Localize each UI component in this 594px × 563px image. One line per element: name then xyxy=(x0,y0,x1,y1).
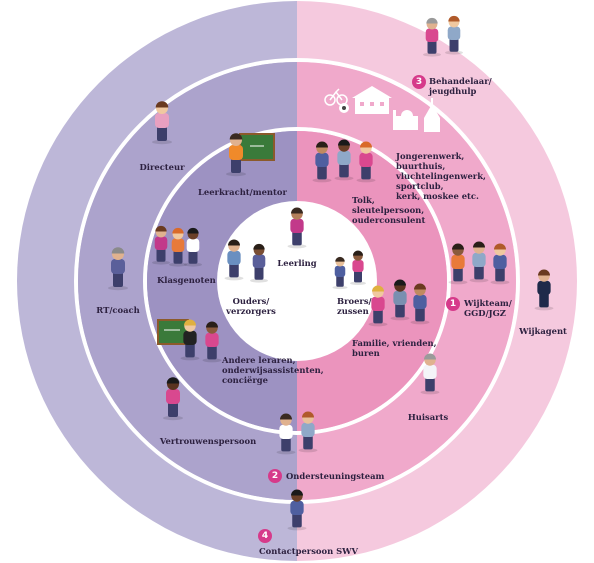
label-leerkracht: Leerkracht/mentor xyxy=(198,187,287,197)
person-wijkteam xyxy=(469,241,489,283)
person-ouder xyxy=(224,239,244,281)
label-wijkteam: Wijkteam/ GGD/JGZ xyxy=(464,298,512,318)
person-sleutelpersoon xyxy=(334,139,354,181)
person-vertrouwenspersoon xyxy=(163,377,183,421)
church-icon xyxy=(424,98,440,132)
school-building-icon xyxy=(352,86,392,114)
label-andere-leraren: Andere leraren, onderwijsassistenten, co… xyxy=(222,355,324,385)
person-wijkteam xyxy=(448,243,468,285)
badge-1: 1 xyxy=(446,297,460,311)
mosque-icon xyxy=(393,110,418,130)
person-klasgenoot xyxy=(169,227,187,267)
label-contactpersoon: Contactpersoon SWV xyxy=(259,546,359,556)
person-wijkteam xyxy=(490,243,510,285)
person-ondersteuning xyxy=(298,411,318,453)
person-leraar xyxy=(180,319,200,361)
badge-4: 4 xyxy=(258,529,272,543)
person-huisarts xyxy=(420,353,440,395)
person-zus xyxy=(350,250,366,285)
ball-icon xyxy=(339,103,349,113)
label-ouders: Ouders/ verzorgers xyxy=(226,296,276,316)
person-onderwijsassistent xyxy=(202,321,222,363)
person-wijkagent xyxy=(534,269,554,311)
person-contactpersoon xyxy=(287,489,307,531)
center-circle xyxy=(217,201,377,361)
label-rt-coach: RT/coach xyxy=(96,305,140,315)
label-familie: Familie, vrienden, buren xyxy=(352,338,437,358)
person-ouder xyxy=(250,243,268,283)
person-broer xyxy=(332,256,348,290)
label-leerling: Leerling xyxy=(277,258,317,268)
badge-3: 3 xyxy=(412,75,426,89)
person-directeur xyxy=(152,101,172,145)
person-jeugdhulp xyxy=(445,15,463,55)
label-broers: Broers/ zussen xyxy=(337,296,372,316)
person-behandelaar xyxy=(423,17,441,57)
chalkboard-icon xyxy=(239,133,275,161)
person-leerling xyxy=(287,207,307,249)
label-directeur: Directeur xyxy=(139,162,185,172)
person-tolk xyxy=(312,141,332,183)
label-ondersteuningsteam: Ondersteuningsteam xyxy=(286,471,385,481)
person-ondersteuning xyxy=(276,413,296,455)
person-ouderconsulent xyxy=(356,141,376,183)
badge-2: 2 xyxy=(268,469,282,483)
label-jongerenwerk: Jongerenwerk, buurthuis, vluchtelingenwe… xyxy=(396,151,486,201)
person-rt-coach xyxy=(108,247,128,291)
people-figures xyxy=(108,15,554,531)
label-huisarts: Huisarts xyxy=(407,412,449,422)
label-vertrouwenspersoon: Vertrouwenspersoon xyxy=(159,436,257,446)
label-klasgenoten: Klasgenoten xyxy=(157,275,216,285)
label-wijkagent: Wijkagent xyxy=(519,326,567,336)
person-familie xyxy=(410,283,430,325)
person-leerkracht xyxy=(226,133,246,177)
person-familie xyxy=(390,279,410,321)
label-tolk: Tolk, sleutelpersoon, ouderconsulent xyxy=(352,195,426,225)
person-klasgenoot xyxy=(152,225,170,265)
person-familie xyxy=(368,285,388,327)
label-behandelaar: Behandelaar/ jeugdhulp xyxy=(429,76,492,96)
person-klasgenoot xyxy=(184,227,202,267)
